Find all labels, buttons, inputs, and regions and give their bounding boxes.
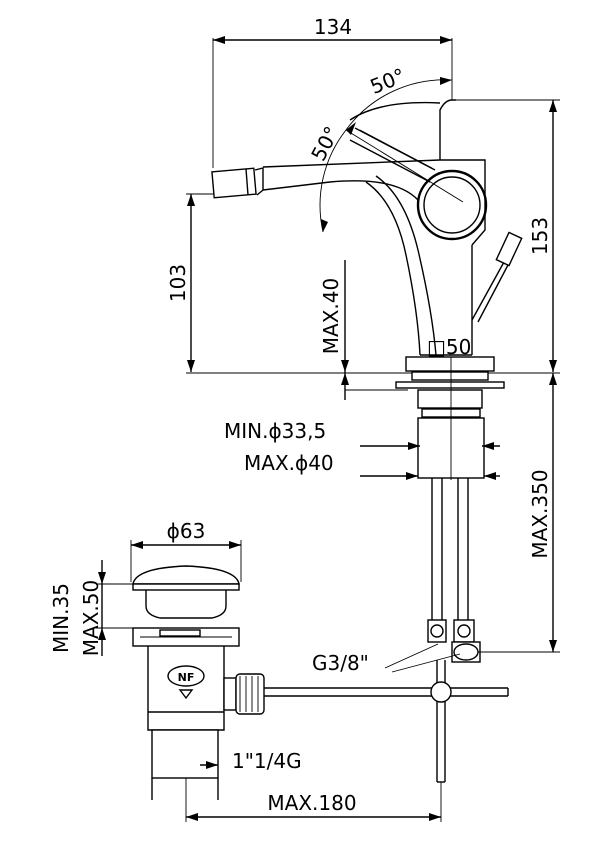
label-angle-left: 50° (306, 122, 344, 165)
dimension-height-153: 153 (452, 99, 560, 372)
dimension-max-350: MAX.350 (478, 373, 560, 653)
mounting-shank (395, 356, 505, 663)
drain-assembly: ϕ63 NF (130, 519, 509, 783)
label-square-50: □50 (427, 335, 471, 359)
label-max-180: MAX.180 (267, 791, 356, 815)
dimension-hole: MIN.ϕ33,5 MAX.ϕ40 (224, 419, 500, 480)
label-max-hole: MAX.ϕ40 (244, 451, 334, 475)
dimension-drain-height: MIN.35 MAX.50 (49, 560, 133, 656)
label-134: 134 (314, 15, 352, 39)
dimension-max-180: MAX.180 (185, 778, 442, 822)
label-max-50: MAX.50 (79, 580, 103, 656)
label-drain-diameter: ϕ63 (167, 519, 206, 543)
label-max-350: MAX.350 (528, 469, 552, 558)
dimension-width-top: 134 (212, 15, 453, 168)
label-g38: G3/8" (312, 651, 369, 675)
label-angle-right: 50° (367, 63, 409, 99)
label-max-40: MAX.40 (319, 278, 343, 354)
label-103: 103 (166, 264, 190, 302)
dimension-max-40: MAX.40 (319, 260, 408, 400)
drain-logo: NF (178, 671, 195, 684)
dimension-spout-103: 103 (166, 193, 215, 372)
label-min-hole: MIN.ϕ33,5 (224, 419, 326, 443)
dimension-thread: 1"1/4G (151, 749, 302, 800)
label-thread: 1"1/4G (232, 749, 302, 773)
faucet-body (211, 99, 523, 356)
label-153: 153 (528, 217, 552, 255)
label-min-35: MIN.35 (49, 583, 73, 653)
label-g38-group: G3/8" (312, 643, 461, 675)
